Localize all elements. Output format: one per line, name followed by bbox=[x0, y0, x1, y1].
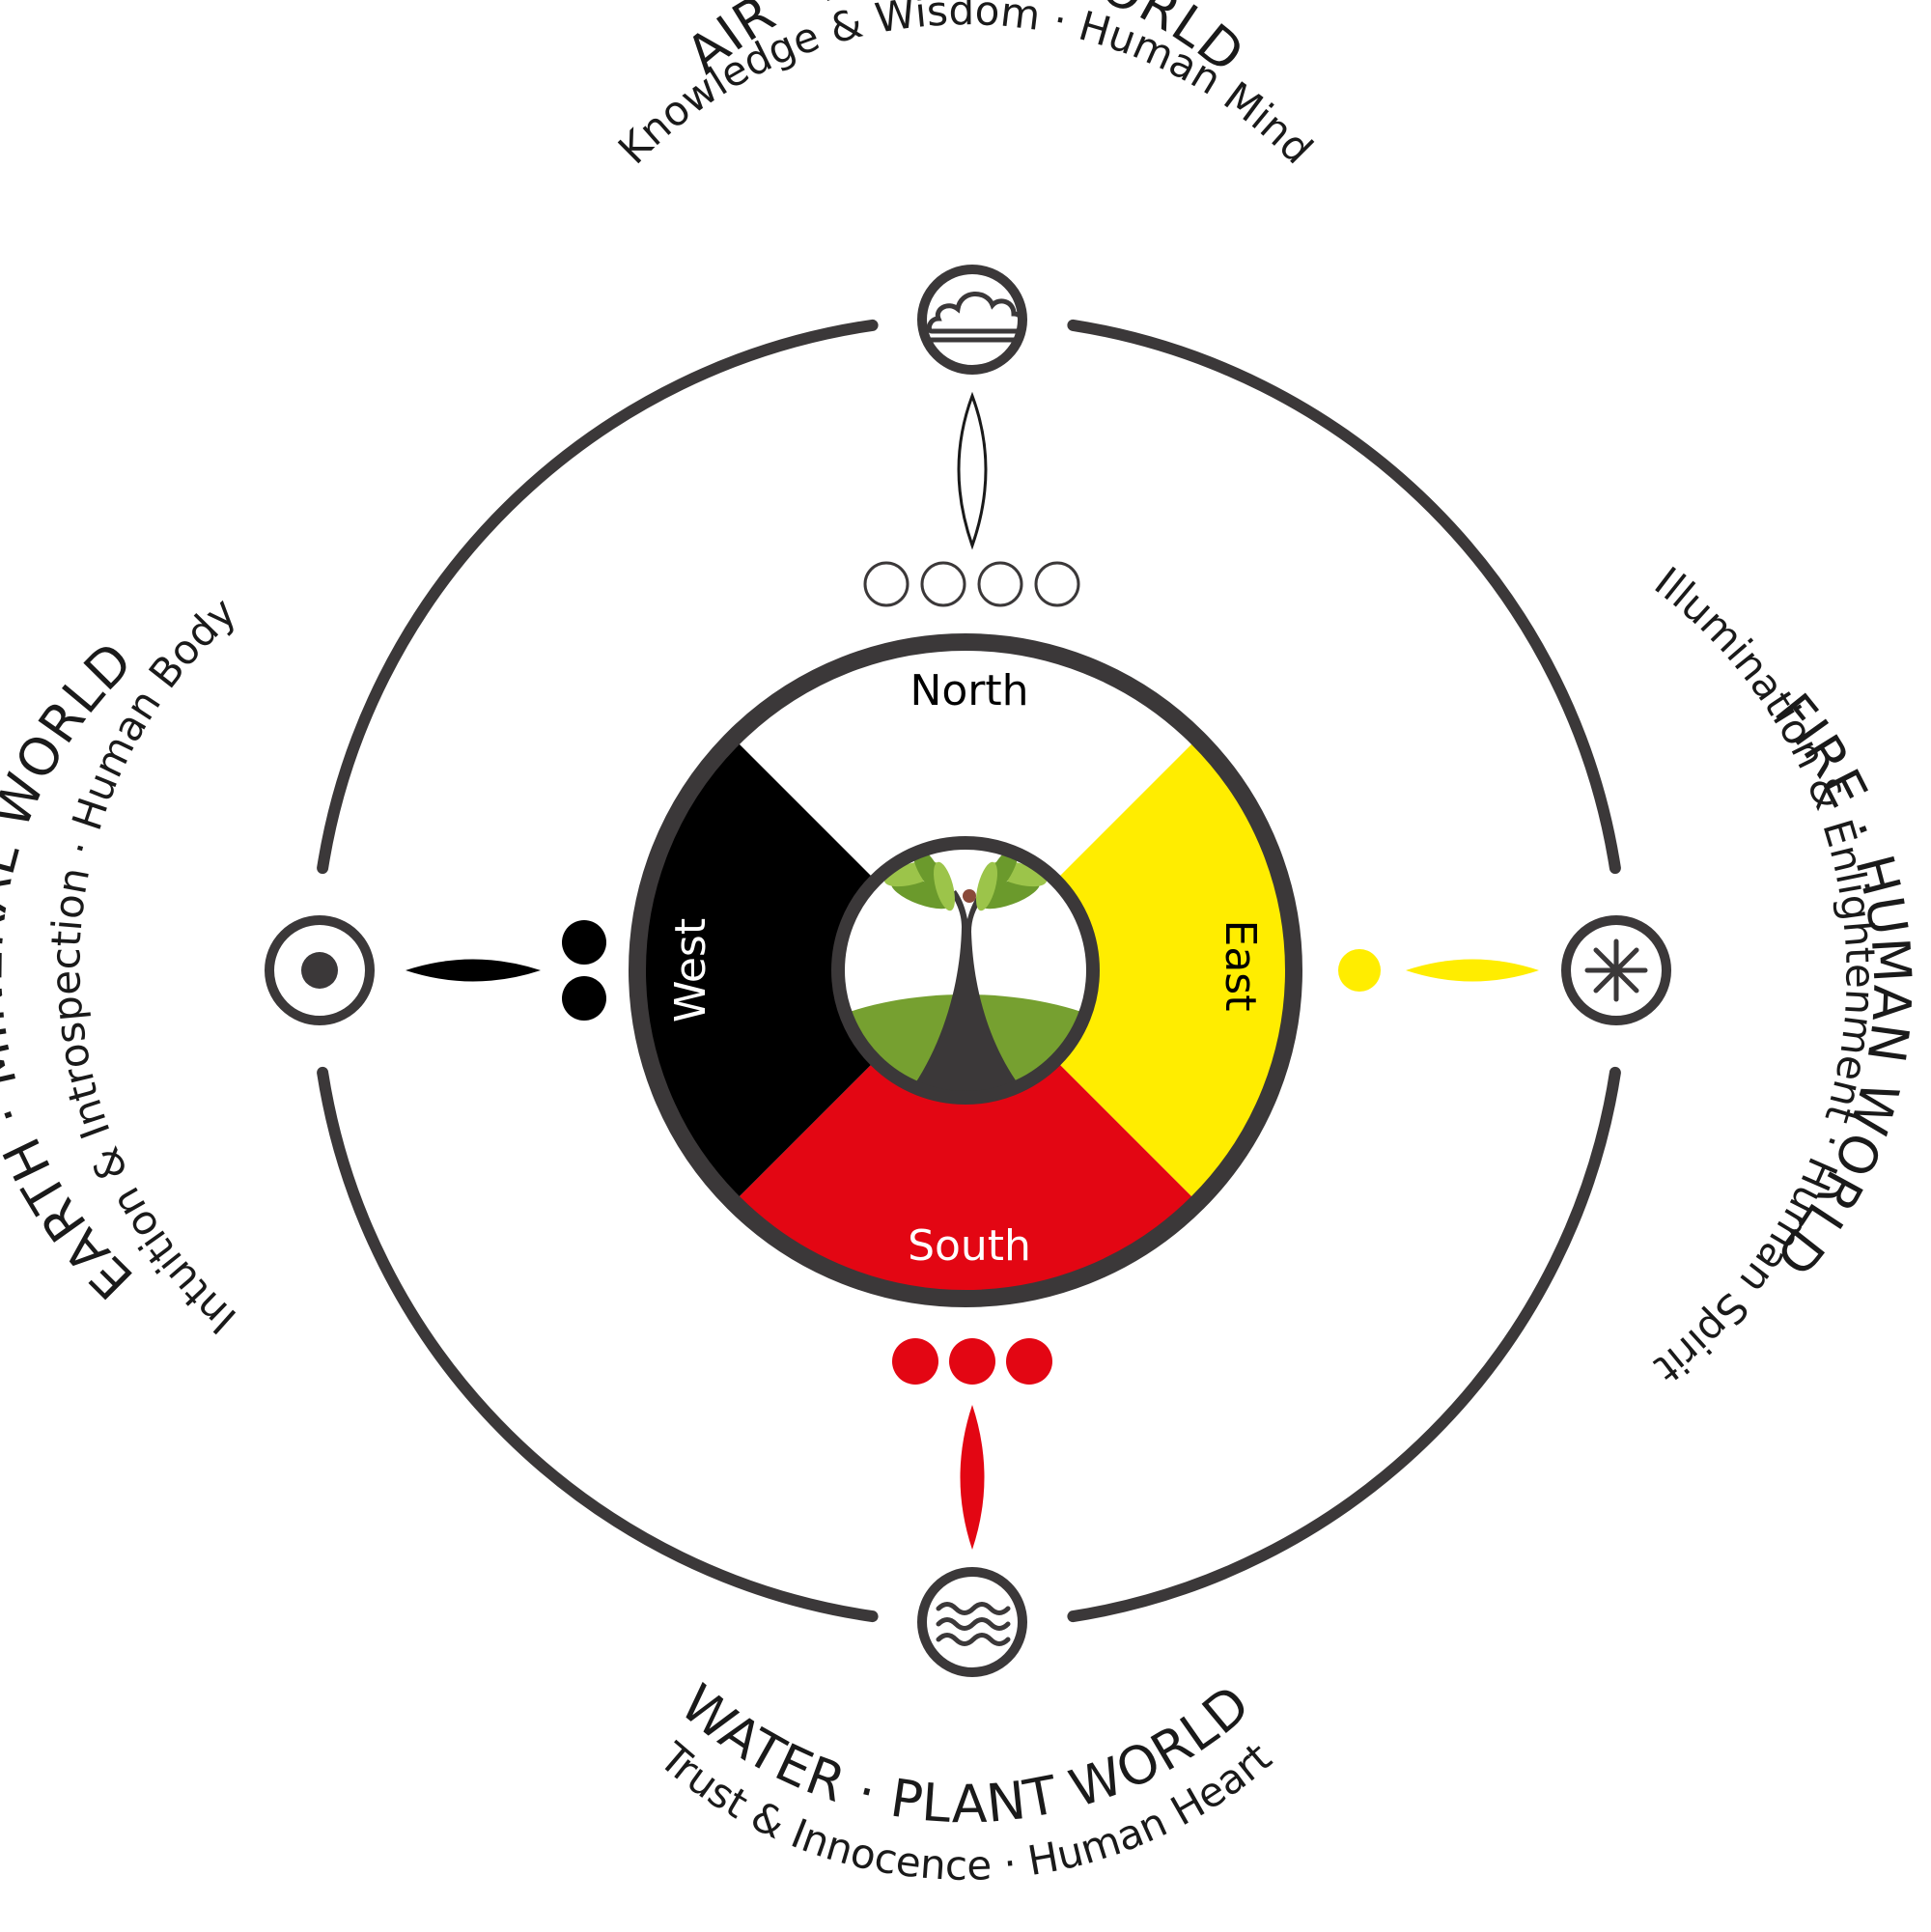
dots-south bbox=[892, 1338, 1052, 1385]
quadrant-east bbox=[966, 650, 1286, 1291]
dots-west bbox=[562, 920, 606, 1021]
asterisk-icon bbox=[1584, 938, 1648, 1002]
inner-wheel-border bbox=[629, 633, 1302, 1307]
center-emblem bbox=[831, 836, 1100, 1105]
quadrant-north bbox=[645, 650, 1286, 970]
outer-ring-arc-sw bbox=[317, 1066, 879, 1623]
label-west: West bbox=[666, 918, 715, 1022]
center-emblem-border bbox=[831, 836, 1100, 1105]
outer-ring bbox=[317, 319, 1621, 1623]
dots-east bbox=[1338, 949, 1381, 992]
inner-wheel bbox=[629, 633, 1302, 1307]
cloud-icon bbox=[926, 292, 1025, 334]
feather-east bbox=[1406, 959, 1539, 982]
label-north: North bbox=[910, 666, 1028, 715]
feather-north bbox=[957, 391, 988, 550]
symbol-air bbox=[917, 265, 1027, 375]
outer-ring-arc-ne bbox=[1067, 319, 1621, 875]
feather-south bbox=[960, 1405, 985, 1550]
tree-figure-head bbox=[963, 889, 976, 903]
symbol-earth bbox=[265, 915, 375, 1025]
feather-west bbox=[406, 959, 541, 982]
outer-ring-arc-nw bbox=[317, 319, 879, 875]
waves-icon bbox=[936, 1602, 1011, 1646]
fire-subtitle: Illumination & Enlightenment · Human Spi… bbox=[1646, 558, 1885, 1393]
symbol-fire bbox=[1561, 915, 1671, 1025]
quadrant-south bbox=[645, 970, 1286, 1291]
label-east: East bbox=[1216, 920, 1265, 1012]
dot-in-circle-icon bbox=[301, 952, 338, 989]
quadrant-west bbox=[645, 650, 966, 1291]
symbol-water bbox=[917, 1567, 1027, 1677]
dots-north bbox=[863, 561, 1080, 607]
outer-ring-arc-se bbox=[1067, 1066, 1621, 1623]
label-south: South bbox=[908, 1221, 1031, 1271]
tree-trunk bbox=[903, 890, 1031, 1098]
tree-leaves bbox=[883, 847, 1048, 911]
